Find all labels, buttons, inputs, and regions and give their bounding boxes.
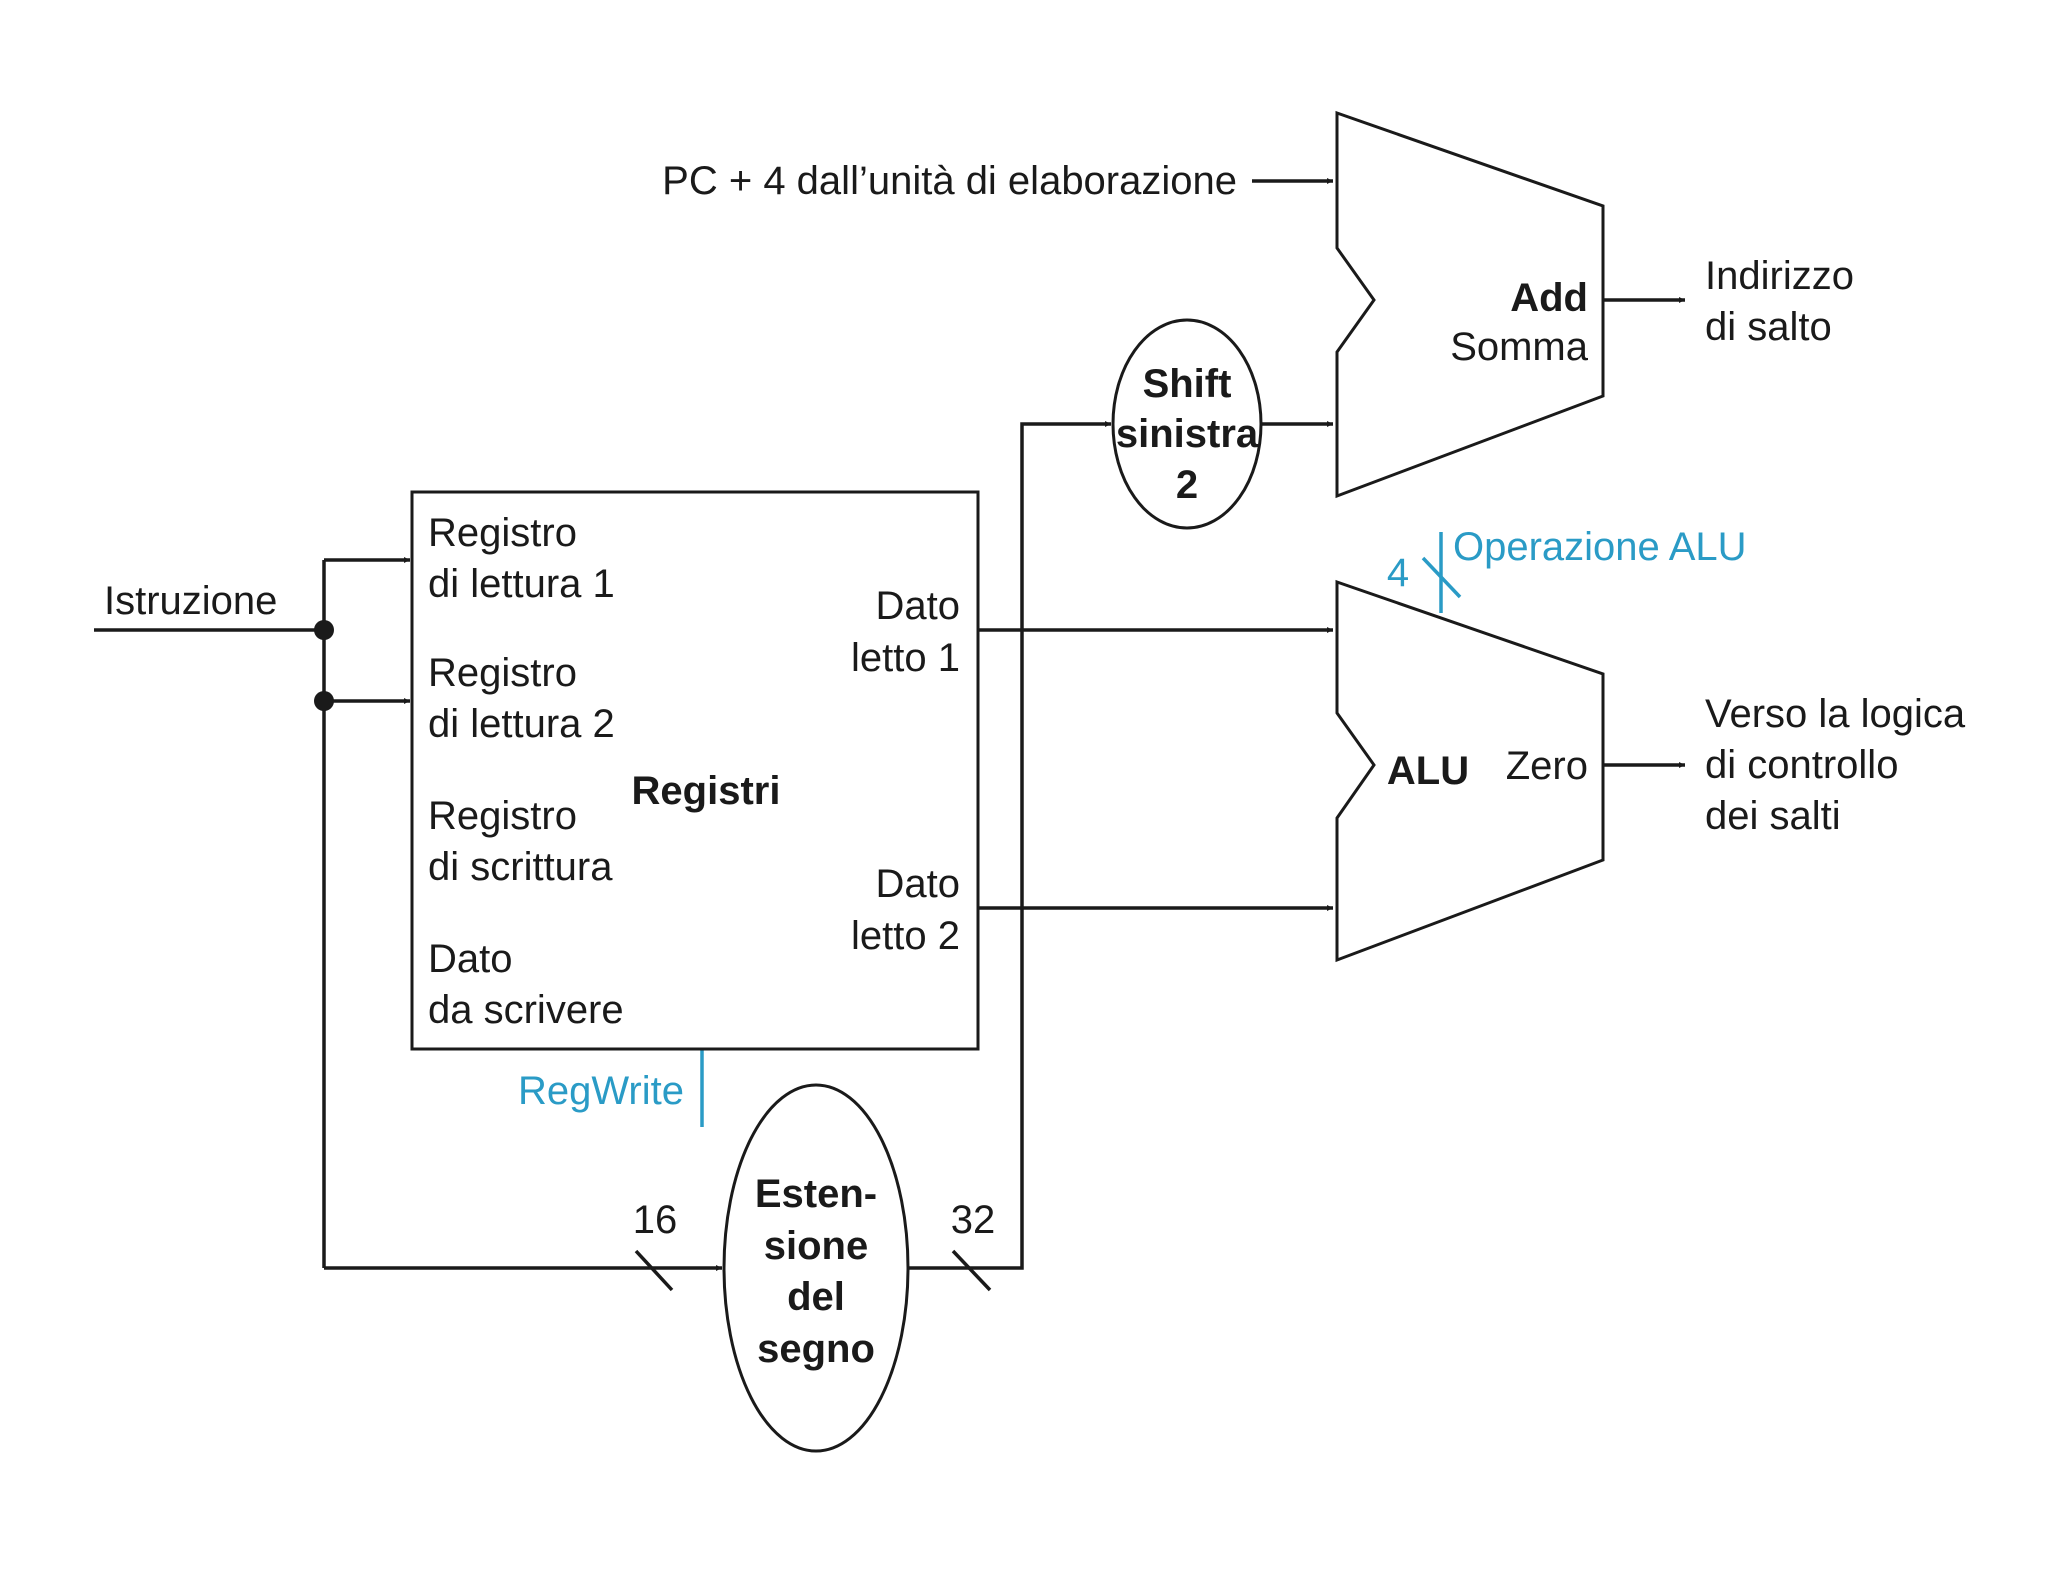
write-data-label: Dato [428,937,513,981]
write-reg-label: di scrittura [428,845,613,889]
junction-dot [314,620,334,640]
adder-block [1335,110,1605,499]
read-data1-label: letto 1 [851,636,960,680]
zero-destination-label: di controllo [1705,743,1898,787]
read-reg2-label: Registro [428,651,577,695]
read-reg1-label: Registro [428,511,577,555]
alu-zero-label: Zero [1506,744,1588,788]
wires [94,178,1685,1292]
alu-title: ALU [1387,749,1469,793]
read-data2-label: Dato [876,862,961,906]
sign-extend-label: Esten- [755,1172,877,1216]
bus-width-32-label: 32 [951,1198,996,1242]
alu-block [1335,579,1605,963]
read-reg1-label: di lettura 1 [428,562,615,606]
register-file [410,490,980,1051]
regwrite-label: RegWrite [518,1069,684,1113]
read-data1-label: Dato [876,584,961,628]
alu-op-width-slash [1421,556,1462,599]
zero-destination-label: dei salti [1705,794,1841,838]
branch-target-label: di salto [1705,305,1832,349]
adder-title: Add [1510,276,1588,320]
sign-extend-label: sione [764,1224,868,1268]
shift-label: 2 [1176,463,1198,507]
sign-extend-unit [722,1083,910,1453]
junction-dot [314,691,334,711]
pc-plus4-label: PC + 4 dall’unità di elaborazione [662,159,1237,203]
shift-label: Shift [1143,362,1232,406]
read-reg2-label: di lettura 2 [428,702,615,746]
read-data2-label: letto 2 [851,914,960,958]
alu-op-label: Operazione ALU [1453,525,1747,569]
instruction-label: Istruzione [104,579,277,623]
bus-width-slash-32 [951,1249,992,1292]
write-reg-label: Registro [428,794,577,838]
adder-subtitle: Somma [1450,325,1589,369]
write-data-label: da scrivere [428,988,624,1032]
branch-target-label: Indirizzo [1705,254,1854,298]
zero-destination-label: Verso la logica [1705,692,1966,736]
shift-left-2-unit [1111,318,1263,530]
registers-title: Registri [632,769,781,813]
sign-extend-label: del [787,1275,845,1319]
control-signals [700,532,1462,1127]
alu-op-width-label: 4 [1387,551,1409,595]
bus-width-slash-16 [634,1249,674,1292]
shift-label: sinistra [1116,412,1259,456]
sext-to-shift-wire [908,421,1111,1270]
bus-width-16-label: 16 [633,1198,678,1242]
sign-extend-label: segno [757,1327,875,1371]
